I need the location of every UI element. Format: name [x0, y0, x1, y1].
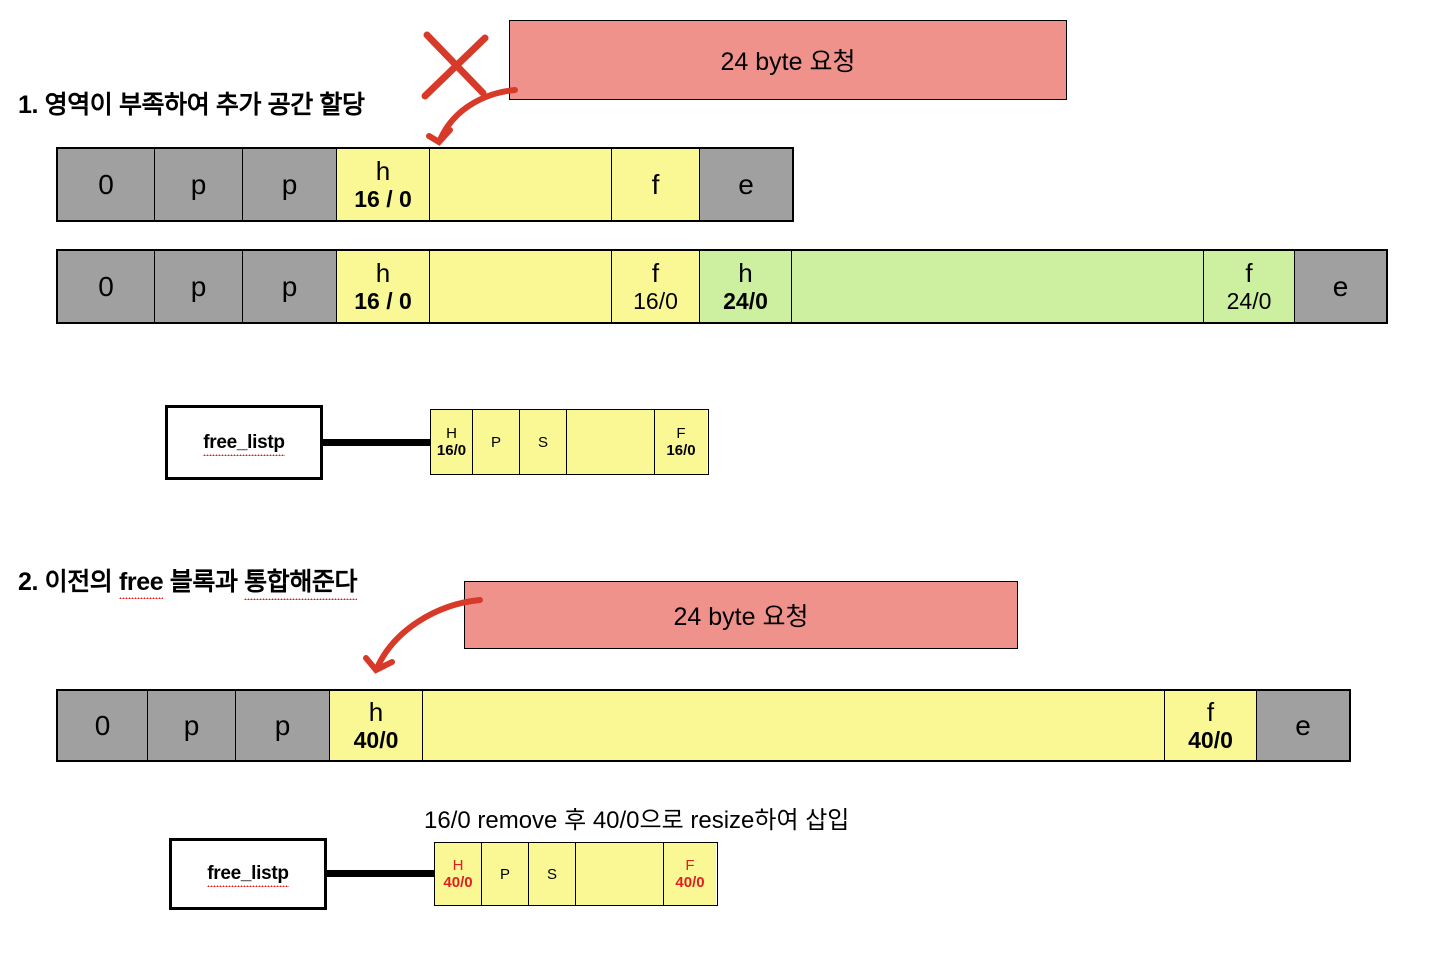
heap-cell-label: e	[1332, 270, 1349, 302]
free-listp-label-1: free_listp	[203, 431, 286, 456]
heap-cell-size: 16 / 0	[354, 287, 412, 314]
free-listp-arrow-shaft-2	[326, 870, 454, 877]
heap-cell-label: h	[368, 697, 384, 728]
heap-cell: f	[612, 149, 700, 220]
heap-cell: 0	[58, 251, 155, 322]
free-node-cell	[567, 410, 655, 474]
heap-cell-label: f	[651, 258, 660, 289]
heap-cell: p	[243, 251, 337, 322]
heap-cell-label: 0	[98, 168, 114, 200]
request-callout-2: 24 byte 요청	[464, 581, 1018, 649]
section-2-title-middle: 블록과	[163, 568, 245, 596]
free-node-cell-label: P	[499, 865, 510, 883]
heap-cell: p	[155, 251, 243, 322]
heap-cell	[423, 691, 1165, 760]
heap-cell-label: f	[1245, 258, 1253, 289]
free-node-cell-size: 40/0	[443, 874, 473, 891]
heap-cell-label: 0	[98, 270, 114, 302]
free-listp-label-2: free_listp	[207, 863, 290, 887]
request-callout-1: 24 byte 요청	[509, 20, 1067, 100]
free-node-cell-size: 16/0	[436, 442, 467, 459]
free-node-cell-label: H	[446, 425, 457, 442]
heap-cell	[430, 149, 612, 220]
heap-cell-size: 40/0	[353, 726, 399, 753]
resize-note-caption: 16/0 remove 후 40/0으로 resize하여 삽입	[424, 807, 850, 834]
free-listp-box-1: free_listp	[165, 405, 323, 480]
heap-cell	[430, 251, 612, 322]
heap-cell: e	[1295, 251, 1386, 322]
free-node-cell: P	[482, 843, 529, 905]
heap-cell: e	[1257, 691, 1349, 760]
free-listp-box-2: free_listp	[169, 838, 327, 910]
heap-cell-size: 24/0	[1226, 287, 1272, 314]
heap-cell-label: p	[281, 270, 298, 302]
free-node-cell: P	[473, 410, 520, 474]
heap-cell-label: h	[738, 258, 753, 289]
free-node-cell-label: S	[537, 433, 548, 451]
heap-cell-label: p	[274, 709, 291, 741]
heap-cell-label: p	[281, 168, 298, 200]
section-2-title-prefix: 2. 이전의	[18, 568, 119, 596]
section-2-title: 2. 이전의 free 블록과 통합해준다	[18, 562, 358, 600]
free-listp-arrow-shaft-1	[322, 439, 450, 446]
free-node-cell-size: 16/0	[666, 442, 696, 459]
heap-cell-label: e	[738, 168, 754, 200]
heap-cell-size: 24/0	[723, 287, 768, 314]
heap-cell-label: 0	[94, 709, 111, 741]
heap-cell: p	[243, 149, 337, 220]
section-1-title: 1. 영역이 부족하여 추가 공간 할당	[18, 91, 365, 119]
heap-cell: p	[236, 691, 330, 760]
section-2-title-tonghap: 통합해준다	[244, 562, 358, 600]
heap-cell-label: h	[375, 258, 391, 289]
heap-cell: 0	[58, 691, 148, 760]
heap-cell: 0	[58, 149, 155, 220]
heap-cell: p	[148, 691, 236, 760]
heap-cell-size: 40/0	[1188, 726, 1233, 753]
heap-cell-label: p	[183, 709, 200, 741]
heap-cell-label: h	[375, 156, 391, 187]
free-node-cell: S	[520, 410, 567, 474]
heap-cell: e	[700, 149, 792, 220]
heap-cell-size: 16/0	[633, 287, 678, 314]
heap-cell-label: p	[190, 270, 207, 302]
free-node-cell-label: F	[676, 425, 686, 442]
heap-cell: p	[155, 149, 243, 220]
heap-cell-size: 16 / 0	[354, 185, 412, 212]
free-node-cell-label: F	[685, 857, 695, 874]
free-node-cell-label: S	[546, 865, 557, 883]
heap-cell-label: f	[1206, 697, 1215, 728]
heap-cell-label: e	[1295, 709, 1311, 741]
heap-cell-label: f	[651, 168, 660, 200]
heap-cell-label: p	[190, 168, 207, 200]
section-2-title-free: free	[118, 568, 164, 599]
free-node-cell-label: H	[452, 857, 464, 874]
free-node-cell	[576, 843, 664, 905]
free-node-cell-size: 40/0	[675, 874, 705, 891]
free-node-cell: S	[529, 843, 576, 905]
free-node-cell-label: P	[490, 433, 501, 451]
heap-cell	[792, 251, 1204, 322]
